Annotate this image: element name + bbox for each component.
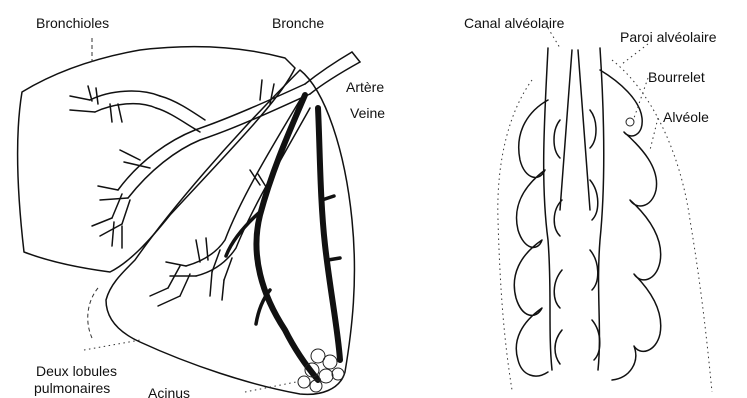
- lower-bronchiole-tree: [150, 100, 310, 306]
- label-alveole: Alvéole: [663, 109, 709, 125]
- leader-paroi: [622, 44, 648, 64]
- label-paroi-alveolaire: Paroi alvéolaire: [620, 29, 717, 45]
- label-canal-alveolaire: Canal alvéolaire: [464, 15, 565, 31]
- label-bourrelet: Bourrelet: [648, 69, 705, 85]
- duct-axis-left: [560, 50, 572, 210]
- label-veine: Veine: [350, 105, 385, 121]
- label-pulmonaires: pulmonaires: [34, 380, 110, 396]
- duct-left-wall: [544, 48, 552, 370]
- artery-vessel: [256, 95, 318, 380]
- vein-vessel: [318, 108, 340, 360]
- interlobular-septum: [88, 288, 98, 338]
- left-alveoli-wall: [514, 100, 548, 376]
- leader-deux-lobules: [84, 340, 140, 350]
- label-acinus: Acinus: [148, 385, 190, 398]
- right-alveoli-wall: [600, 70, 661, 380]
- bronchus-cap: [352, 52, 360, 62]
- leader-canal: [548, 28, 560, 48]
- upper-lobule-outline: [18, 47, 295, 272]
- right-alveoli-inner: [590, 110, 600, 360]
- leader-alveole: [650, 118, 658, 150]
- paroi-dotted-left: [498, 80, 532, 390]
- bourrelet-ring: [626, 118, 634, 126]
- duct-axis-right: [578, 50, 590, 210]
- lobules-illustration: [18, 38, 360, 394]
- vessel-branch-2: [256, 290, 270, 324]
- duct-right-wall: [598, 48, 604, 370]
- label-deux-lobules: Deux lobules: [36, 363, 117, 379]
- label-artere: Artère: [346, 79, 384, 95]
- label-bronchioles: Bronchioles: [36, 15, 109, 31]
- left-alveoli-inner: [554, 120, 562, 364]
- label-bronche: Bronche: [272, 15, 324, 31]
